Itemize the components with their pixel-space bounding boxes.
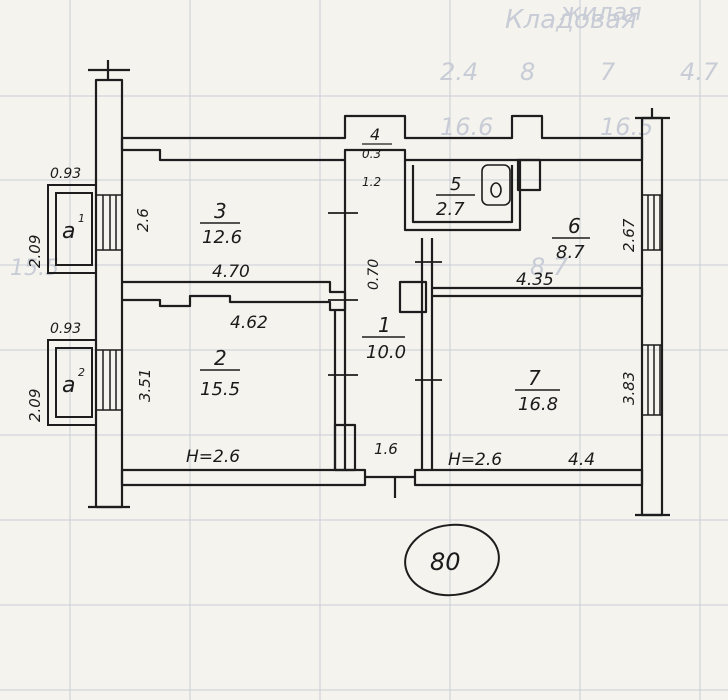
room-2-depth-label: 3.51 <box>136 369 154 402</box>
right-exterior-wall <box>640 116 664 517</box>
room-1-number: 1 <box>378 313 391 337</box>
room-3-width-label: 4.70 <box>212 262 250 282</box>
balcony-1-sup: 1 <box>78 212 85 225</box>
ghost-text-item: 8 <box>520 58 535 86</box>
toilet-fixture <box>481 164 511 206</box>
door-marks <box>328 212 442 381</box>
ceiling-height-right: H=2.6 <box>448 450 502 470</box>
room-6-depth-label: 2.67 <box>620 218 638 252</box>
toilet-icon <box>481 164 511 206</box>
partition-room6-room7 <box>432 286 644 298</box>
room-3-depth-label: 2.6 <box>134 208 152 232</box>
balcony-2-depth: 2.09 <box>26 389 44 422</box>
room-5-area: 2.7 <box>436 199 465 220</box>
top-exterior-wall <box>120 114 644 162</box>
room-2-area: 15.5 <box>200 379 240 400</box>
corridor-wall-stub <box>333 423 357 472</box>
room-6-area: 8.7 <box>556 242 585 263</box>
walls <box>88 60 670 517</box>
closet-dim-label: 1.2 <box>362 175 381 189</box>
balcony-1-outline <box>47 184 97 274</box>
room-5-number: 5 <box>450 174 461 195</box>
ghost-text-item: 16.6 <box>440 113 493 141</box>
ghost-text-item: 8.7 <box>530 253 569 281</box>
corridor-width-label: 0.70 <box>366 259 382 290</box>
ghost-text: Кладовая 2.4 8 7 4.7 жилая 16.5 16.6 8.7… <box>10 0 719 281</box>
bathroom-inner-wall <box>411 165 514 224</box>
bathroom-wall <box>403 160 522 232</box>
hall-width-label: 1.6 <box>374 440 398 458</box>
left-exterior-wall <box>94 78 124 509</box>
room-7-area: 16.8 <box>518 394 558 415</box>
balcony-2-inner <box>55 347 93 418</box>
balcony-1-inner <box>55 192 93 266</box>
ghost-text-item: жилая <box>559 0 642 26</box>
room-2-number: 2 <box>214 346 227 370</box>
corridor-column <box>398 280 428 314</box>
room-4-area: 0.3 <box>362 147 381 161</box>
balconies <box>47 184 97 426</box>
windows <box>96 194 662 416</box>
ghost-text-item: Кладовая <box>505 5 637 35</box>
partition-room3-room2 <box>122 280 347 312</box>
ghost-text-item: 15.5 <box>10 256 59 281</box>
room-7-depth-label: 3.83 <box>620 372 638 405</box>
balcony-1-label: a <box>62 219 75 244</box>
plan-number: 80 <box>430 548 461 576</box>
balcony-1-width: 0.93 <box>50 166 81 182</box>
ghost-text-item: 2.4 <box>440 58 478 86</box>
plan-number-badge: 80 <box>404 523 500 597</box>
balcony-2-label: a <box>62 373 75 398</box>
room-6-width-label: 4.35 <box>516 270 554 290</box>
room-3-number: 3 <box>214 199 227 223</box>
bottom-wall-right <box>413 468 644 487</box>
room-2-width-label: 4.62 <box>230 313 268 333</box>
ghost-text-item: 7 <box>600 58 616 86</box>
bottom-wall-left <box>120 468 367 487</box>
room-3-area: 12.6 <box>202 227 242 248</box>
room-4-number: 4 <box>370 125 380 144</box>
room-1-area: 10.0 <box>366 342 406 363</box>
balcony-2-sup: 2 <box>78 366 85 379</box>
ghost-text-item: 4.7 <box>680 58 719 86</box>
balcony-2-outline <box>47 339 97 426</box>
bathroom-shaft <box>516 158 542 192</box>
balcony-1-depth: 2.09 <box>26 235 44 268</box>
room-6-number: 6 <box>568 214 581 238</box>
room-7-width-label: 4.4 <box>568 450 595 470</box>
room-7-number: 7 <box>528 366 541 390</box>
ceiling-height-left: H=2.6 <box>186 447 240 467</box>
balcony-2-width: 0.93 <box>50 321 81 337</box>
